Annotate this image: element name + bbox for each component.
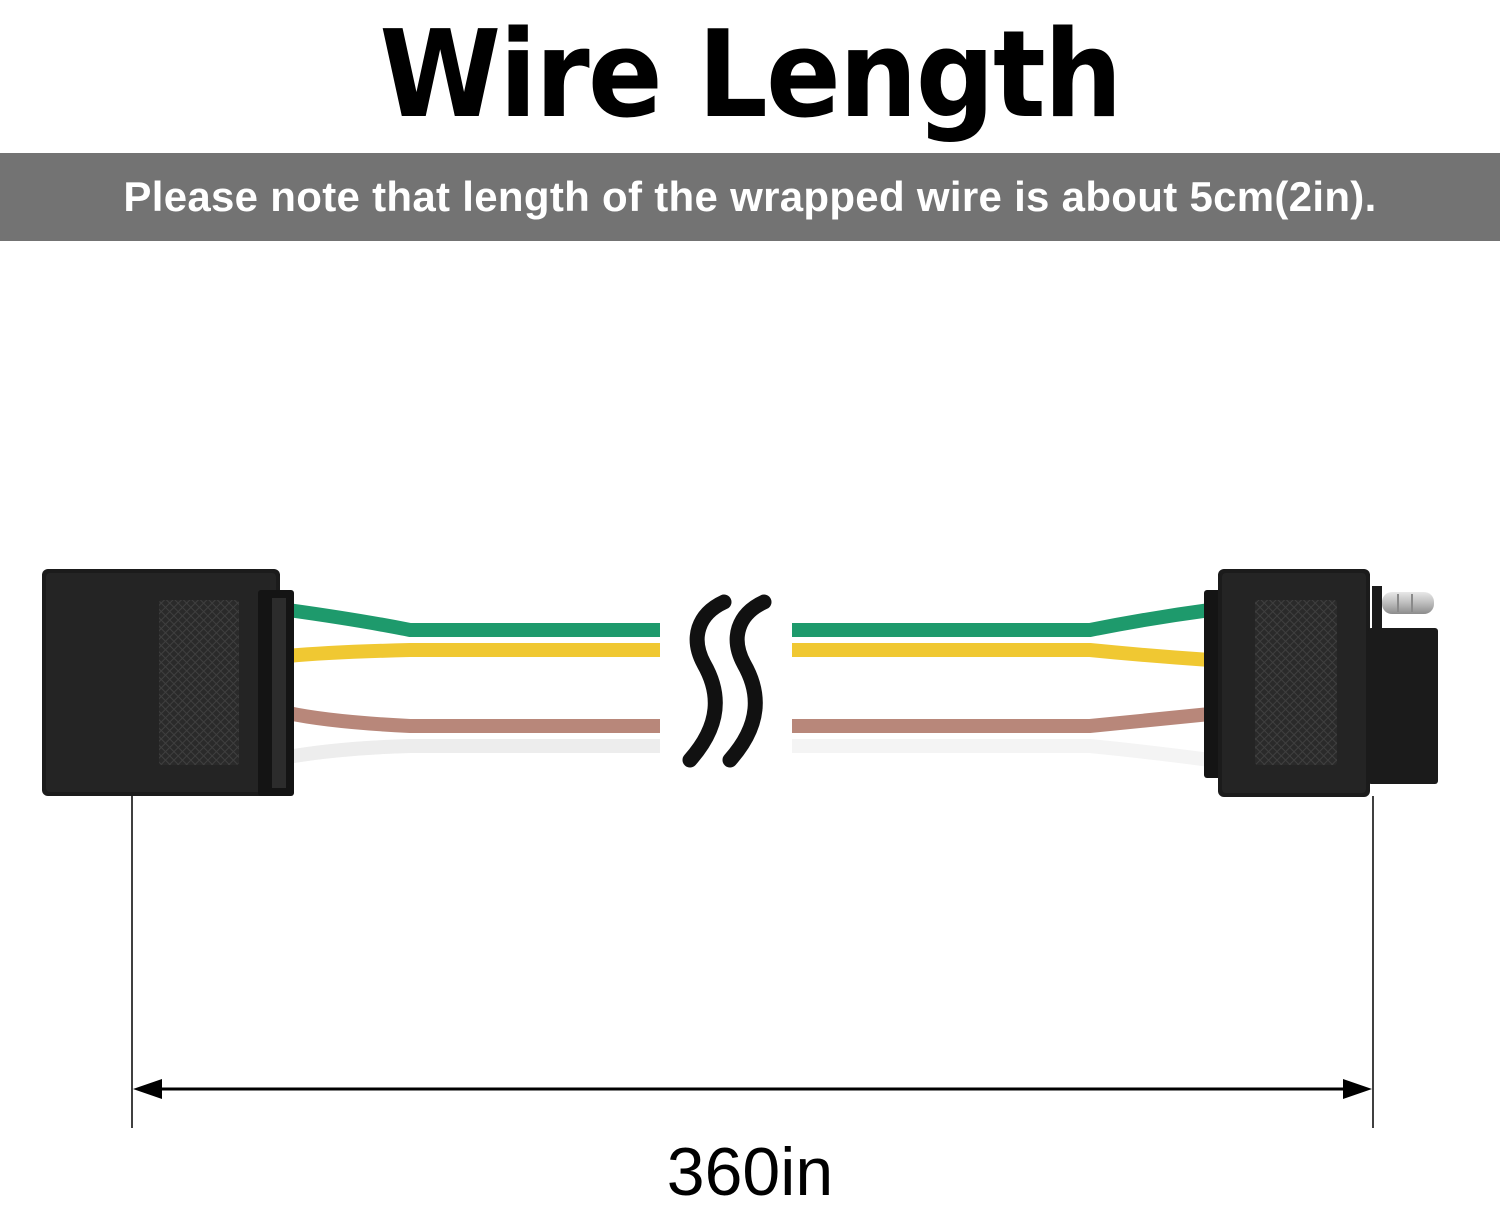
wire-brown-left	[286, 706, 660, 733]
wire-white-left	[286, 739, 660, 764]
note-banner: Please note that length of the wrapped w…	[0, 153, 1500, 241]
left-wires	[286, 603, 660, 764]
wire-yellow-left	[287, 643, 660, 663]
female-connector-icon	[42, 569, 294, 796]
wire-white-right	[792, 739, 1211, 767]
wire-green-left	[287, 603, 660, 637]
wavy-break-icon	[660, 578, 792, 778]
double-arrow-icon	[133, 1079, 1372, 1099]
length-label: 360in	[666, 1134, 834, 1210]
note-text: Please note that length of the wrapped w…	[123, 173, 1377, 220]
wire-brown-right	[792, 707, 1211, 733]
dimension-line	[131, 796, 1374, 1128]
wire-green-right	[792, 603, 1211, 637]
wire-yellow-right	[792, 643, 1211, 667]
right-wires	[792, 603, 1211, 767]
connector-pin	[1382, 592, 1434, 614]
page-title: Wire Length	[379, 5, 1122, 145]
male-connector-icon	[1204, 569, 1438, 797]
